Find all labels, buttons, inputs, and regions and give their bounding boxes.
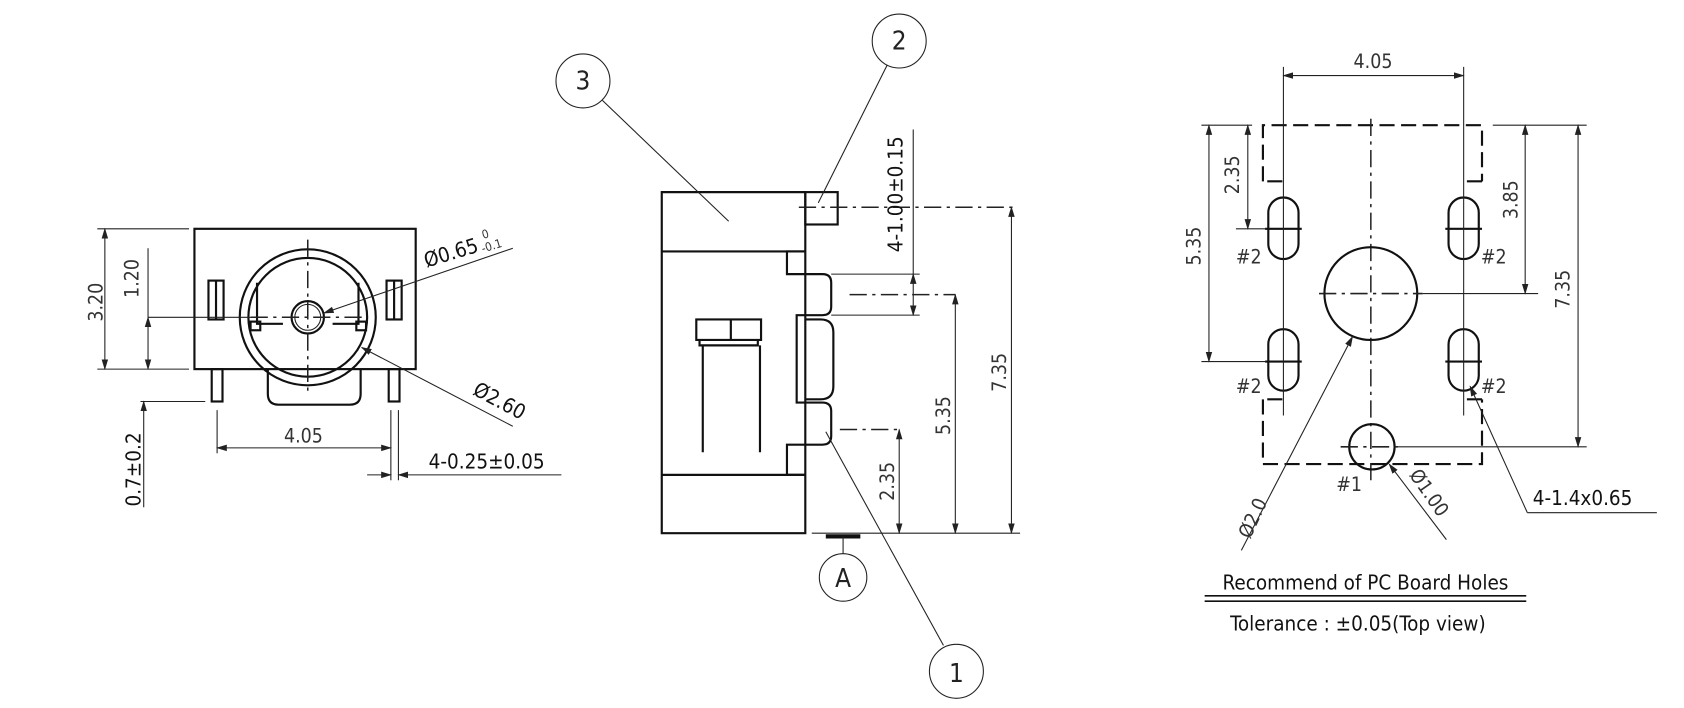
dim-pin-thickness: 4-1.00±0.15 [883, 136, 907, 252]
front-view: 3.20 1.20 0.7±0.2 4.05 4-0.25±0.05 Ø0.65… [85, 226, 562, 508]
dim-center: 1.20 [120, 259, 143, 298]
tol-upper: 0 [480, 226, 491, 241]
pcb-dim-right-inner: 3.85 [1500, 180, 1523, 219]
dim-5-35: 5.35 [932, 396, 955, 435]
side-body [660, 191, 807, 535]
dim-hole: Ø0.65 [421, 233, 481, 272]
right-pin [387, 368, 401, 403]
pin1-label: #1 [1336, 473, 1362, 496]
bottom-tab [266, 369, 362, 406]
top-pin [804, 191, 839, 226]
dim-7-35: 7.35 [988, 353, 1011, 392]
small-hole-dim: Ø1.00 [1405, 465, 1454, 521]
pcb-title: Recommend of PC Board Holes [1222, 570, 1508, 594]
datum-label: A [835, 564, 851, 594]
slot-spec: 4-1.4x0.65 [1533, 486, 1633, 510]
pin2-label-bl: #2 [1236, 375, 1262, 398]
dim-pin-pitch: 4.05 [284, 425, 323, 448]
datum-a [818, 553, 868, 602]
balloon-3-label: 3 [576, 67, 591, 97]
pin2-label-tr: #2 [1481, 245, 1507, 268]
side-pins [785, 250, 833, 476]
left-pin [210, 368, 224, 403]
dim-outer: Ø2.60 [469, 377, 529, 424]
contact-springs [255, 282, 360, 325]
pcb-dim-left-outer: 5.35 [1182, 227, 1205, 266]
balloon-1 [928, 643, 984, 699]
housing-outline [193, 227, 417, 371]
pcb-hole-view: 4.05 5.35 2.35 3.85 7.35 #2 #2 #2 #2 #1 … [1182, 50, 1657, 635]
balloon-2 [871, 13, 927, 69]
dim-pin-width: 4-0.25±0.05 [429, 449, 545, 473]
pcb-dim-top: 4.05 [1354, 50, 1393, 73]
pin2-label-br: #2 [1481, 375, 1507, 398]
tol-lower: -0.1 [480, 236, 504, 255]
dim-2-35: 2.35 [876, 462, 899, 501]
pcb-tolerance: Tolerance : ±0.05(Top view) [1229, 611, 1486, 635]
balloon-3 [555, 53, 611, 109]
dim-height: 3.20 [85, 283, 108, 322]
pin2-label-tl: #2 [1236, 245, 1262, 268]
pcb-dim-right-outer: 7.35 [1551, 270, 1574, 309]
big-hole-dim: Ø2.0 [1234, 494, 1272, 541]
side-view: 4-1.00±0.15 5.35 7.35 2.35 3 2 1 A [555, 13, 1021, 699]
balloon-2-label: 2 [892, 27, 907, 57]
pcb-dim-left-inner: 2.35 [1221, 155, 1244, 194]
dim-pin-length: 0.7±0.2 [121, 432, 145, 506]
footprint-outline [1261, 124, 1484, 466]
balloon-1-label: 1 [949, 659, 964, 689]
